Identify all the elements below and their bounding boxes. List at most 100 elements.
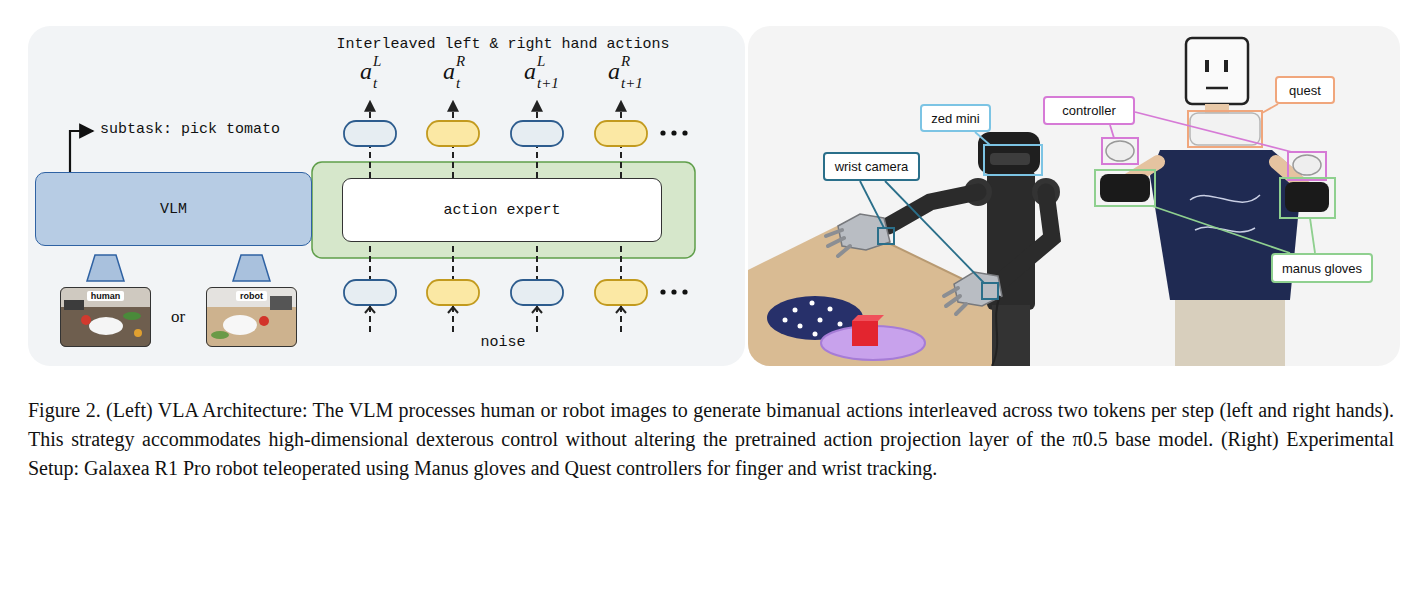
node-text: controller bbox=[1062, 103, 1115, 118]
ellipsis-dots bbox=[671, 130, 676, 135]
robot-photo bbox=[1175, 300, 1285, 366]
action-token bbox=[344, 280, 396, 305]
subtask-label: subtask: pick tomato bbox=[100, 121, 280, 138]
math-subscript: t bbox=[373, 75, 377, 92]
action-token bbox=[595, 121, 647, 146]
robot-photo bbox=[748, 222, 1010, 366]
math-symbol: a bbox=[360, 58, 372, 86]
robot-photo bbox=[798, 324, 803, 329]
callout-box: manus gloves bbox=[1271, 253, 1373, 283]
ellipsis-dots bbox=[660, 130, 687, 294]
leader-line bbox=[860, 104, 1315, 283]
robot-photo bbox=[828, 307, 833, 312]
human-thumbnail-image bbox=[64, 300, 84, 310]
callout-highlight bbox=[1102, 138, 1138, 164]
image-encoder bbox=[87, 255, 270, 281]
robot-photo bbox=[1100, 174, 1150, 202]
human-thumbnail-image bbox=[134, 329, 142, 337]
robot-photo bbox=[810, 301, 815, 306]
action-expert-box: action expert bbox=[342, 178, 662, 242]
robot-thumbnail-image bbox=[270, 296, 292, 310]
leader-line bbox=[1310, 218, 1315, 253]
callout-highlight bbox=[1095, 170, 1155, 206]
subtask-arrow bbox=[70, 131, 93, 172]
robot-photo bbox=[1206, 87, 1228, 90]
robot-photo bbox=[838, 322, 843, 327]
leader-line bbox=[885, 181, 984, 283]
leader-line bbox=[1110, 125, 1114, 138]
leader-line bbox=[860, 181, 884, 228]
noise-label: noise bbox=[480, 334, 525, 351]
callout-highlight bbox=[1288, 152, 1326, 180]
action-token bbox=[344, 121, 396, 146]
robot-photo bbox=[1190, 195, 1260, 232]
action-token bbox=[427, 280, 479, 305]
math-symbol: a bbox=[524, 58, 536, 86]
left-panel bbox=[28, 26, 745, 366]
robot-photo bbox=[1186, 38, 1248, 104]
leader-line bbox=[1135, 112, 1292, 152]
math-superscript: R bbox=[621, 53, 630, 70]
vlm-box: VLM bbox=[35, 172, 312, 246]
human-thumbnail-image bbox=[60, 287, 151, 347]
robot-photo bbox=[1224, 60, 1228, 72]
image-tag: human bbox=[87, 291, 125, 301]
node-text: zed mini bbox=[931, 111, 979, 126]
robot-photo bbox=[852, 321, 878, 346]
robot-photo bbox=[748, 26, 1400, 366]
action-token bbox=[511, 121, 563, 146]
robot-thumbnail-image bbox=[211, 331, 229, 339]
panel-heading: Interleaved left & right hand actions bbox=[336, 36, 669, 53]
math-superscript: R bbox=[456, 53, 465, 70]
action-token bbox=[427, 121, 479, 146]
image-thumbnail: robot bbox=[206, 287, 297, 347]
robot-photo bbox=[978, 132, 1040, 174]
node-text: wrist camera bbox=[835, 159, 909, 174]
ellipsis-dots bbox=[671, 289, 676, 294]
robot-thumbnail-image bbox=[259, 316, 269, 326]
human-thumbnail-image bbox=[60, 287, 151, 347]
subtask-arrow bbox=[70, 131, 93, 172]
callout-box: quest bbox=[1275, 76, 1335, 104]
ellipsis-dots bbox=[682, 130, 687, 135]
human-thumbnail-image bbox=[81, 315, 91, 325]
or-label: or bbox=[171, 307, 185, 327]
noise-arrowhead bbox=[448, 307, 458, 313]
robot-photo bbox=[748, 26, 1400, 366]
ellipsis-dots bbox=[682, 289, 687, 294]
node-text: VLM bbox=[160, 201, 187, 218]
math-superscript: L bbox=[537, 53, 545, 70]
math-subscript: t+1 bbox=[537, 75, 559, 92]
image-encoder bbox=[233, 255, 270, 281]
robot-photo bbox=[813, 332, 818, 337]
robot-photo bbox=[1293, 155, 1321, 175]
callout-box: wrist camera bbox=[823, 152, 920, 181]
math-superscript: L bbox=[373, 53, 381, 70]
image-encoder bbox=[87, 255, 124, 281]
callout-highlight bbox=[984, 145, 1042, 175]
robot-photo bbox=[944, 288, 966, 314]
noise-arrowhead bbox=[616, 307, 626, 313]
robot-photo bbox=[826, 230, 850, 256]
robot-thumbnail-image bbox=[206, 287, 297, 347]
image-thumbnail: human bbox=[60, 287, 151, 347]
robot-photo bbox=[1106, 141, 1134, 161]
callout-highlight bbox=[1280, 178, 1335, 218]
leader-line bbox=[975, 132, 990, 145]
math-subscript: t bbox=[456, 75, 460, 92]
callout-box: zed mini bbox=[920, 104, 991, 132]
robot-thumbnail-image bbox=[223, 315, 257, 335]
human-thumbnail-image bbox=[89, 317, 123, 335]
robot-photo bbox=[1285, 182, 1329, 212]
callout-highlight bbox=[878, 228, 894, 244]
robot-photo bbox=[992, 296, 1000, 366]
robot-thumbnail-image bbox=[206, 287, 297, 347]
noise-arrowhead bbox=[365, 307, 626, 313]
math-subscript: t+1 bbox=[621, 75, 643, 92]
robot-photo bbox=[1000, 192, 1052, 282]
math-symbol: a bbox=[608, 58, 620, 86]
action-token bbox=[595, 280, 647, 305]
